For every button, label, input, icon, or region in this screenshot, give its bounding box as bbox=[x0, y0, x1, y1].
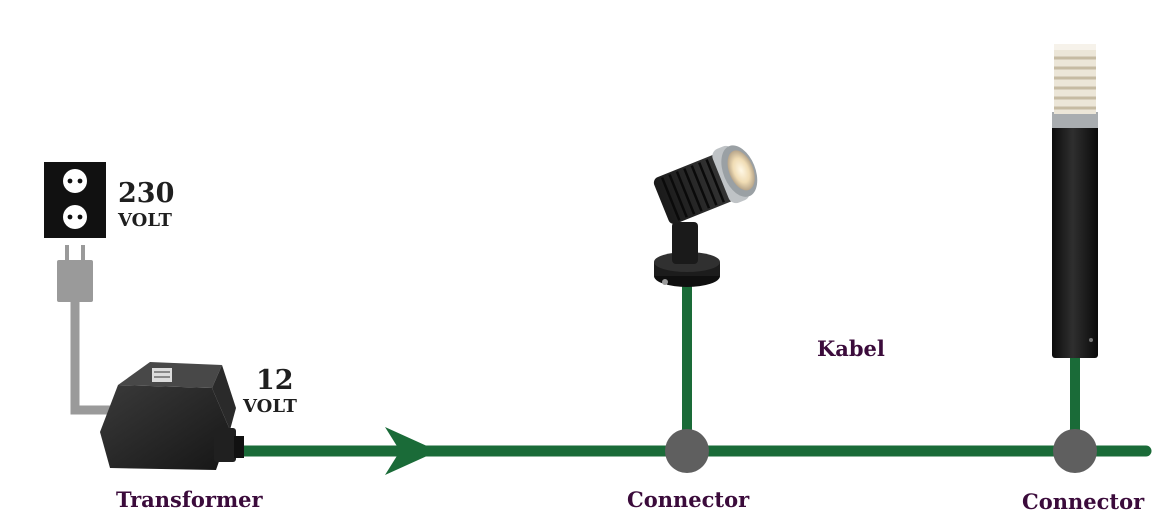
mains-voltage-value: 230 bbox=[118, 178, 174, 209]
connector-label-1: Connector bbox=[627, 487, 750, 512]
power-cord bbox=[70, 300, 112, 415]
mains-voltage-unit: VOLT bbox=[117, 210, 173, 231]
low-voltage-value: 12 bbox=[256, 365, 294, 396]
bollard-light-icon bbox=[1052, 44, 1098, 358]
transformer-icon bbox=[100, 362, 244, 470]
connector-node-1 bbox=[665, 429, 709, 473]
flow-arrow bbox=[385, 427, 438, 475]
connector-node-2 bbox=[1053, 429, 1097, 473]
transformer-label: Transformer bbox=[116, 487, 264, 512]
connector-label-2: Connector bbox=[1022, 489, 1145, 514]
cable-label: Kabel bbox=[817, 336, 885, 361]
spotlight-icon bbox=[653, 145, 758, 287]
low-voltage-unit: VOLT bbox=[242, 396, 298, 417]
power-plug-icon bbox=[57, 245, 93, 302]
wall-socket-icon bbox=[44, 162, 106, 238]
